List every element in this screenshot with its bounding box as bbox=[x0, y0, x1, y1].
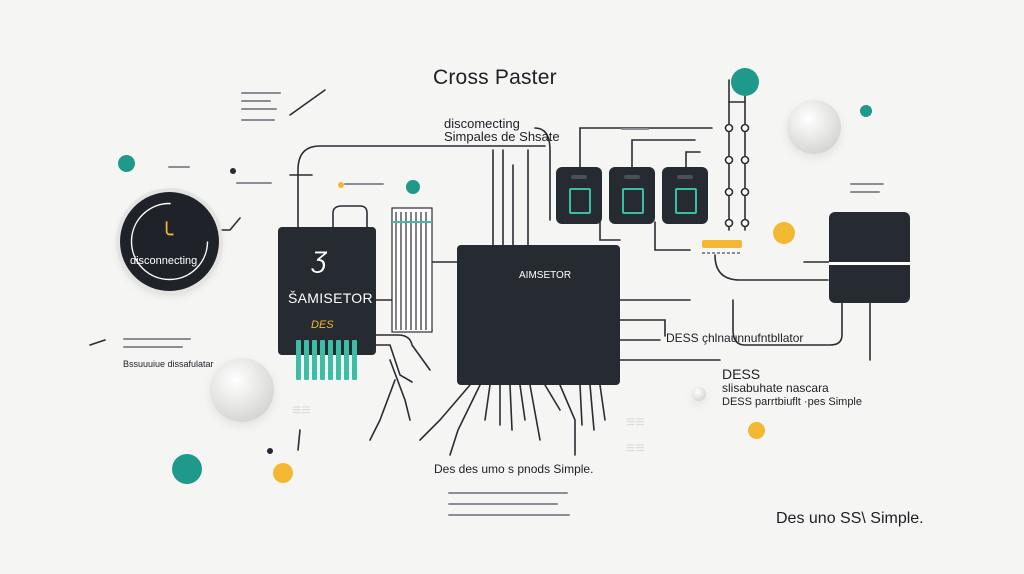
teal-dot bbox=[860, 105, 872, 117]
chip-center: AIMSETOR bbox=[457, 245, 620, 385]
gray-orb bbox=[787, 100, 841, 154]
chip-left: Ʒ ŠAMISETOR DES bbox=[278, 227, 376, 355]
bottom-label: Des des umo s pnods Simple. bbox=[434, 462, 594, 476]
yellow-dot bbox=[338, 182, 344, 188]
right-label-2: slisabuhate nascara bbox=[722, 381, 829, 395]
chip-right-stripe bbox=[829, 262, 910, 265]
right-label-3: DESS parrtbiuflt ·pes Simple bbox=[722, 396, 862, 408]
small-text-line bbox=[123, 346, 183, 348]
module-icon bbox=[609, 167, 655, 224]
small-text-line bbox=[241, 119, 275, 121]
small-text-line bbox=[241, 100, 271, 102]
dark-dot bbox=[230, 168, 236, 174]
yellow-dot bbox=[773, 222, 795, 244]
faint-glyph-icon: ≡≡ bbox=[626, 414, 645, 431]
dial-needle-icon: ╰ bbox=[160, 222, 174, 247]
chip-right bbox=[829, 212, 910, 303]
teal-dot bbox=[172, 454, 202, 484]
chip-logo-icon: Ʒ bbox=[312, 247, 327, 274]
right-label-1: DESS bbox=[722, 366, 761, 382]
teal-dot bbox=[731, 68, 759, 96]
diagram-title: Cross Paster bbox=[433, 66, 557, 89]
dial-ring bbox=[130, 202, 209, 281]
mid-right-label: DESS çhlnaunnufntbllator bbox=[666, 331, 804, 345]
small-text-line bbox=[850, 183, 884, 185]
chip-center-name: AIMSETOR bbox=[519, 270, 572, 281]
dial-icon: ╰ disconnecting bbox=[120, 192, 219, 291]
teal-dot bbox=[406, 180, 420, 194]
chip-left-name: ŠAMISETOR bbox=[288, 290, 373, 306]
small-text-line bbox=[448, 503, 558, 505]
small-text-line bbox=[850, 191, 880, 193]
corner-label: Des uno SS\ Simple. bbox=[776, 510, 924, 527]
small-text-line bbox=[168, 166, 190, 168]
dark-dot bbox=[267, 448, 273, 454]
small-text-line bbox=[123, 338, 191, 340]
teal-dot bbox=[118, 155, 135, 172]
small-text-line bbox=[241, 108, 277, 110]
small-text-line bbox=[344, 183, 384, 185]
left-small-label: Bssuuuiue dissafulatar bbox=[123, 359, 214, 369]
subtitle-line-2: Simpales de Shsate bbox=[444, 129, 560, 144]
chip-left-badge: DES bbox=[311, 319, 334, 331]
small-text-line bbox=[236, 182, 272, 184]
faint-glyph-icon: ≡≡ bbox=[626, 440, 645, 457]
yellow-dot bbox=[273, 463, 293, 483]
subtitle-line-1: discomecting bbox=[444, 116, 520, 131]
small-text-line bbox=[621, 128, 649, 130]
module-icon bbox=[556, 167, 602, 224]
gray-orb bbox=[692, 387, 706, 401]
yellow-dot bbox=[748, 422, 765, 439]
small-text-line bbox=[448, 514, 570, 516]
module-icon bbox=[662, 167, 708, 224]
chip-left-pins bbox=[296, 340, 357, 380]
faint-glyph-icon: ≡≡ bbox=[292, 402, 311, 419]
gray-orb bbox=[210, 358, 274, 422]
small-text-line bbox=[448, 492, 568, 494]
dial-label: disconnecting bbox=[130, 255, 198, 267]
small-text-line bbox=[241, 92, 281, 94]
